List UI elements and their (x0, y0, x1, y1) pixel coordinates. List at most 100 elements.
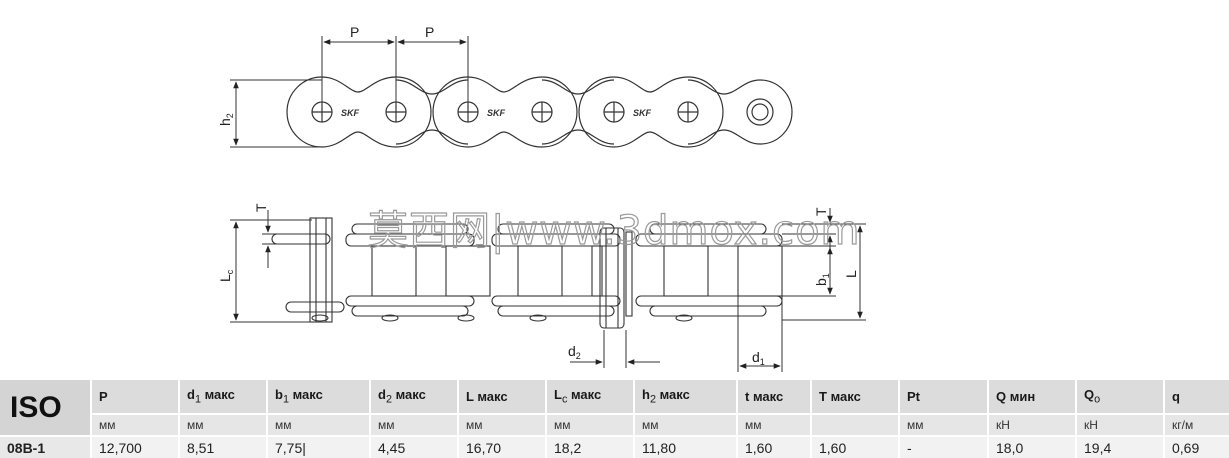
brand-mark: SKF (487, 108, 506, 118)
pin (603, 101, 625, 123)
t-label: T (253, 203, 269, 212)
column-header-name: b (275, 387, 283, 403)
table-cell: 8,51 (179, 436, 268, 458)
b1-label: b1 (813, 273, 831, 286)
column-header-suffix: макс (391, 387, 426, 403)
column-header-name: L (554, 387, 562, 403)
column-header-suffix: макс (473, 389, 508, 404)
column-header-name: Pt (907, 389, 920, 404)
column-unit: кН (1076, 414, 1165, 437)
pin (531, 101, 553, 123)
h2-dimension (230, 79, 322, 148)
pitch-label: P (350, 24, 359, 40)
table-cell: 1,60 (811, 436, 900, 458)
link-plate (578, 76, 724, 148)
column-header: Lc макс (546, 380, 635, 415)
column-unit (811, 414, 900, 437)
column-header: Q мин (988, 380, 1077, 415)
lc-label: Lc (217, 269, 235, 282)
brand-mark: SKF (633, 108, 652, 118)
column-header-name: T (819, 389, 827, 404)
column-unit: мм (458, 414, 547, 437)
column-header-name: h (642, 387, 650, 403)
column-header: b1 макс (267, 380, 371, 415)
table-cell: - (899, 436, 989, 458)
pin (677, 101, 699, 123)
chain-drawing: SKF SKF SKF P P h2 (217, 24, 866, 372)
column-header-subscript: 2 (649, 393, 656, 406)
d1-label: d1 (752, 349, 765, 367)
column-unit: мм (634, 414, 738, 437)
table-cell: 18,0 (988, 436, 1077, 458)
column-header-name: d (187, 387, 195, 403)
column-header-suffix: макс (655, 387, 690, 403)
column-header-name: L (466, 389, 474, 404)
column-header-name: d (378, 387, 386, 403)
column-header: h2 макс (634, 380, 738, 415)
column-unit: мм (737, 414, 812, 437)
pin (457, 101, 479, 123)
column-header: Qo (1076, 380, 1165, 415)
column-unit: мм (546, 414, 635, 437)
column-header-name: P (99, 389, 108, 404)
l-label: L (843, 270, 859, 278)
column-unit: мм (267, 414, 371, 437)
column-header-suffix: макс (567, 387, 602, 403)
column-header: d2 макс (370, 380, 459, 415)
pin-end (746, 98, 774, 126)
chain-top-view (286, 76, 793, 148)
chain-side-view (271, 217, 783, 329)
column-header: T макс (811, 380, 900, 415)
column-unit: кН (988, 414, 1077, 437)
link-plate (286, 76, 432, 148)
table-cell: 16,70 (458, 436, 547, 458)
column-unit: кг/м (1164, 414, 1229, 437)
column-header-suffix: макс (826, 389, 861, 404)
pin (311, 101, 333, 123)
column-header: L макс (458, 380, 547, 415)
column-header: d1 макс (179, 380, 268, 415)
table-cell: 11,80 (634, 436, 738, 458)
pin (385, 101, 407, 123)
h2-label: h2 (217, 113, 235, 126)
link-plate (432, 76, 578, 148)
table-cell: 4,45 (370, 436, 459, 458)
pitch-dimension (321, 36, 469, 102)
column-header: q (1164, 380, 1229, 415)
table-cell: 7,75| (267, 436, 371, 458)
brand-mark: SKF (341, 108, 360, 118)
column-header-subscript: 2 (385, 393, 392, 406)
column-header: Pt (899, 380, 989, 415)
table-cell: 18,2 (546, 436, 635, 458)
column-header-suffix: макс (749, 389, 784, 404)
column-header-name: Q (1084, 387, 1095, 403)
chain-code: 08B-1 (0, 436, 92, 458)
column-header-subscript: 1 (194, 393, 201, 406)
column-header-subscript: o (1094, 393, 1101, 406)
side-dimensions (230, 208, 866, 372)
link-plate (541, 79, 615, 145)
column-unit: мм (899, 414, 989, 437)
link-plate (687, 79, 793, 145)
column-header-suffix: мин (1006, 389, 1036, 404)
watermark: 莫西网|www.3dmox.com (368, 208, 861, 254)
table-cell: 1,60 (737, 436, 812, 458)
table-cell: 0,69 (1164, 436, 1229, 458)
column-unit: мм (370, 414, 459, 437)
column-header: t макс (737, 380, 812, 415)
column-header-suffix: макс (288, 387, 323, 403)
column-unit: мм (91, 414, 180, 437)
series-label: ISO (0, 380, 92, 437)
table-cell: 19,4 (1076, 436, 1165, 458)
d2-label: d2 (568, 343, 581, 361)
link-plate (395, 79, 469, 145)
pitch-label: P (425, 24, 434, 40)
column-header-name: t (745, 389, 750, 404)
column-unit: мм (179, 414, 268, 437)
t-label: T (813, 207, 829, 216)
